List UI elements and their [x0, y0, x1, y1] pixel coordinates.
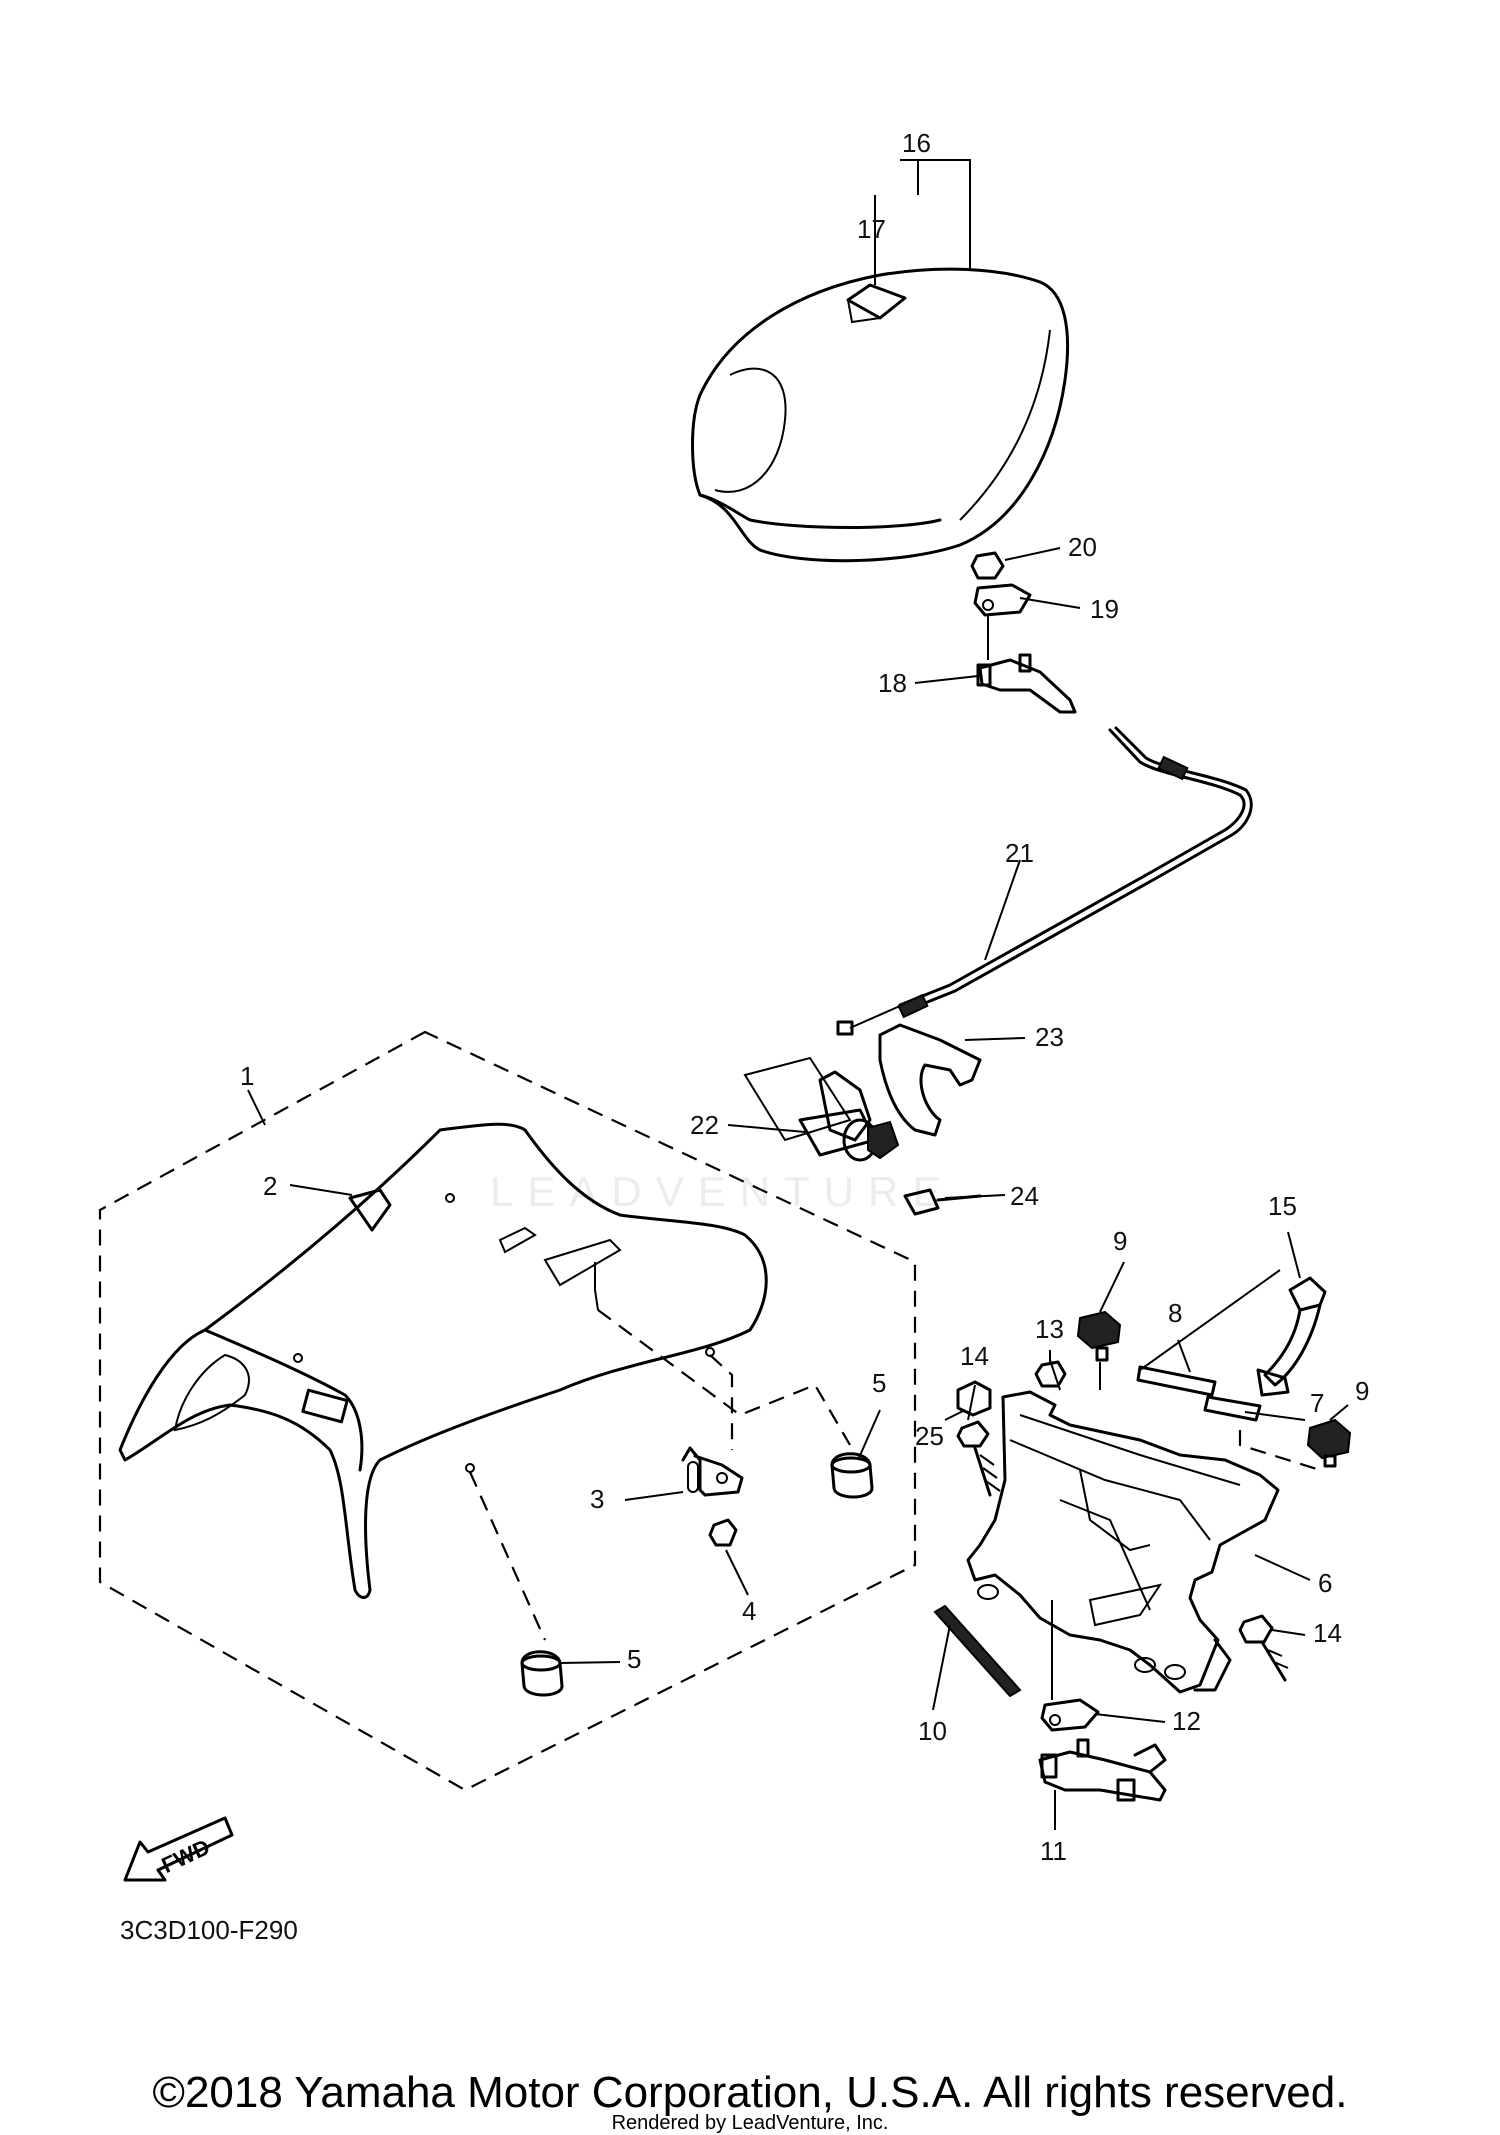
callout-5a: 5: [872, 1368, 886, 1398]
rear-seat: [691, 267, 1070, 563]
callout-25: 25: [915, 1421, 944, 1451]
callout-9a: 9: [1113, 1226, 1127, 1256]
callout-9b: 9: [1355, 1376, 1369, 1406]
seat-base-frame: [966, 1269, 1281, 1694]
callout-1: 1: [240, 1061, 254, 1091]
strips: [1136, 1365, 1262, 1422]
callout-15: 15: [1268, 1191, 1297, 1221]
lower-lock: [1038, 1600, 1167, 1802]
callout-2: 2: [263, 1171, 277, 1201]
callout-6: 6: [1318, 1568, 1332, 1598]
seat-brackets: [468, 1309, 874, 1697]
callout-21: 21: [1005, 838, 1034, 868]
callout-20: 20: [1068, 532, 1097, 562]
seat-lock-hardware: [970, 551, 1077, 714]
dampers: [1076, 1310, 1352, 1472]
lock-assembly: [743, 1023, 982, 1216]
diagram-code: 3C3D100-F290: [120, 1915, 298, 1945]
leader-lines: [247, 159, 1349, 1830]
latch-strap: [1256, 1276, 1327, 1397]
callout-7: 7: [1310, 1388, 1324, 1418]
callout-17: 17: [857, 214, 886, 244]
watermark: LEADVENTURE: [490, 1168, 955, 1215]
fwd-arrow-icon: FWD: [123, 1816, 234, 1882]
callout-12: 12: [1172, 1706, 1201, 1736]
callout-8: 8: [1168, 1298, 1182, 1328]
callout-labels: 1 2 3 4 5 5 6 7 8 9 9 10 11 12 13 14 14 …: [240, 128, 1369, 1866]
nut-13: [1034, 1360, 1067, 1388]
callout-16: 16: [902, 128, 931, 158]
parts-diagram: FWD 1 2 3 4 5: [98, 128, 1369, 1882]
callout-14b: 14: [1313, 1618, 1342, 1648]
copyright-notice: ©2018 Yamaha Motor Corporation, U.S.A. A…: [152, 2068, 1348, 2117]
rendered-by: Rendered by LeadVenture, Inc.: [611, 2112, 889, 2134]
bolts: [956, 1420, 1289, 1682]
callout-10: 10: [918, 1716, 947, 1746]
callout-19: 19: [1090, 594, 1119, 624]
callout-3: 3: [590, 1484, 604, 1514]
callout-13: 13: [1035, 1314, 1064, 1344]
stopper-25: [956, 1380, 992, 1417]
strip-10: [933, 1604, 1022, 1698]
seat-lock-cable: [836, 726, 1253, 1036]
callout-4: 4: [742, 1596, 756, 1626]
callout-18: 18: [878, 668, 907, 698]
callout-23: 23: [1035, 1022, 1064, 1052]
fwd-label: FWD: [158, 1834, 214, 1878]
seat-assembly-boundary: [98, 1030, 917, 1792]
callout-24: 24: [1010, 1181, 1039, 1211]
callout-22: 22: [690, 1110, 719, 1140]
callout-14a: 14: [960, 1341, 989, 1371]
callout-11: 11: [1040, 1836, 1067, 1866]
front-seat: [118, 1122, 768, 1599]
callout-5b: 5: [627, 1644, 641, 1674]
